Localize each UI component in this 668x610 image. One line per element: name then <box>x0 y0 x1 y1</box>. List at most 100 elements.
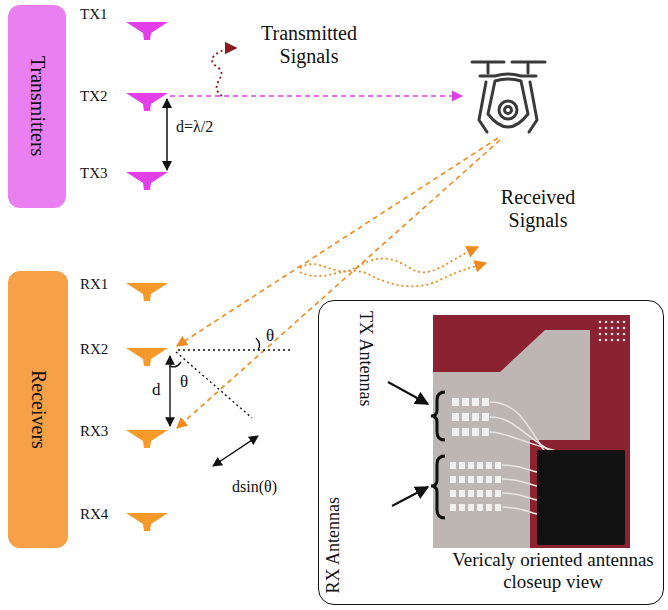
pcb-photo <box>502 493 537 500</box>
transmitter-band: Transmitters <box>8 5 66 208</box>
tx-antenna-symbol <box>126 93 168 111</box>
pcb-photo <box>462 398 469 406</box>
antenna-group-label: RX Antennas <box>323 497 344 594</box>
antenna-label: RX3 <box>80 423 108 440</box>
pcb-photo <box>452 398 459 406</box>
drone-icon <box>480 74 536 76</box>
spacing-arrow <box>166 99 168 170</box>
received-wave <box>300 247 486 286</box>
antenna-label: TX3 <box>80 165 108 182</box>
pcb-photo <box>495 462 501 469</box>
pcb-photo <box>486 462 492 469</box>
pcb-photo <box>599 333 602 336</box>
pcb-photo <box>477 504 483 511</box>
pcb-photo <box>468 490 474 497</box>
pcb-photo <box>468 504 474 511</box>
pcb-photo <box>611 339 614 342</box>
pointer-arrow <box>392 487 428 506</box>
pcb-photo <box>450 398 501 511</box>
tx-antenna-symbol <box>126 22 168 190</box>
angle-geometry <box>169 356 170 426</box>
angle-symbol: θ <box>180 372 188 392</box>
pcb-photo <box>450 462 456 469</box>
pcb-photo <box>599 327 602 330</box>
pointer-arrow <box>388 382 428 404</box>
pcb-photo <box>486 476 492 483</box>
pcb-photo <box>502 507 537 514</box>
pcb-photo <box>599 321 626 342</box>
pcb-photo <box>617 333 620 336</box>
antenna-bracket <box>431 392 445 440</box>
pcb-photo <box>482 428 489 436</box>
angle-geometry <box>170 362 181 367</box>
rx-antenna-symbol <box>126 348 168 366</box>
angle-geometry <box>176 352 252 418</box>
pcb-photo <box>452 413 459 421</box>
pcb-photo <box>486 504 492 511</box>
drone-icon <box>527 63 530 73</box>
antenna-bracket <box>431 456 445 518</box>
angle-geometry <box>178 349 290 350</box>
antenna-label: RX2 <box>80 341 108 358</box>
antenna-label: RX1 <box>80 276 108 293</box>
drone-icon <box>529 82 537 132</box>
closeup-panel: TX AntennasRX AntennasVericaly oriented … <box>318 300 664 605</box>
pointer-arrow <box>388 382 428 506</box>
pcb-photo <box>502 465 537 472</box>
angle-symbol: θ <box>266 326 274 346</box>
pcb-photo <box>537 450 625 545</box>
pcb-photo <box>599 339 602 342</box>
pcb-photo <box>611 327 614 330</box>
band-title: Transmitters <box>26 56 49 156</box>
angle-geometry <box>170 338 290 466</box>
pcb-photo <box>450 490 456 497</box>
pcb-photo <box>433 315 630 548</box>
pcb-photo <box>605 321 608 324</box>
pcb-photo <box>495 476 501 483</box>
pcb-photo <box>482 398 489 406</box>
pcb-photo <box>486 490 492 497</box>
drone-icon <box>487 63 490 73</box>
antenna-label: TX1 <box>80 6 108 23</box>
signal-caption: Received Signals <box>482 186 594 232</box>
pcb-photo <box>468 462 474 469</box>
received-wave <box>300 263 486 286</box>
pcb-photo <box>468 476 474 483</box>
rx-antenna-symbol <box>126 283 168 531</box>
pcb-photo <box>605 333 608 336</box>
pcb-photo <box>611 333 614 336</box>
drone-icon <box>472 62 545 132</box>
tx-antenna-symbol <box>126 172 168 190</box>
drone-icon <box>488 79 528 127</box>
received-wave <box>300 247 478 272</box>
pcb-photo <box>450 504 456 511</box>
pcb-photo <box>605 327 608 330</box>
panel-caption: Vericaly oriented antennas closeup view <box>448 549 658 593</box>
pcb-photo <box>502 479 537 486</box>
antenna-bracket <box>431 392 445 518</box>
pcb-photo <box>617 339 620 342</box>
pcb-photo <box>472 413 479 421</box>
pcb-photo <box>477 490 483 497</box>
pcb-photo <box>495 490 501 497</box>
angle-geometry <box>213 436 258 466</box>
rx-antenna-symbol <box>126 283 168 301</box>
pcb-photo <box>477 462 483 469</box>
angle-geometry <box>256 338 260 350</box>
transmitted-wave <box>212 48 236 96</box>
spacing-label: d=λ/2 <box>176 118 213 136</box>
rx-antenna-symbol <box>126 513 168 531</box>
antenna-label: TX2 <box>80 88 108 105</box>
pcb-photo <box>472 428 479 436</box>
pcb-photo <box>611 321 614 324</box>
pcb-photo <box>617 327 620 330</box>
path-difference-label: dsin(θ) <box>232 478 277 496</box>
transmit-ray <box>170 95 462 97</box>
receive-ray <box>177 138 498 346</box>
pcb-photo <box>495 504 501 511</box>
pcb-photo <box>462 428 469 436</box>
pcb-photo <box>450 476 456 483</box>
pcb-photo <box>599 321 602 324</box>
pcb-photo <box>605 339 608 342</box>
